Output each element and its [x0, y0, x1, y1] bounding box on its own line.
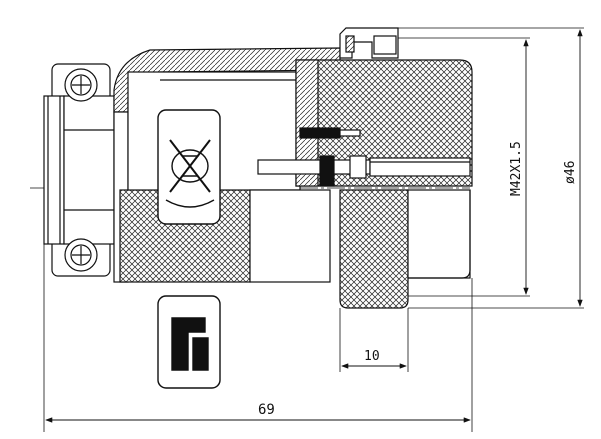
contact-pin [257, 127, 471, 187]
diameter-label: ø46 [563, 161, 578, 184]
screw-head-icon [64, 238, 98, 272]
thread-label: M42X1.5 [509, 141, 524, 196]
front-cap [339, 27, 399, 59]
nut-length-label: 10 [364, 349, 380, 364]
screw-head-icon [64, 68, 98, 102]
brand-mark-logo [157, 295, 221, 389]
z-compass-logo [157, 109, 221, 225]
coupling-nut [295, 59, 473, 309]
overall-length-label: 69 [258, 402, 275, 418]
